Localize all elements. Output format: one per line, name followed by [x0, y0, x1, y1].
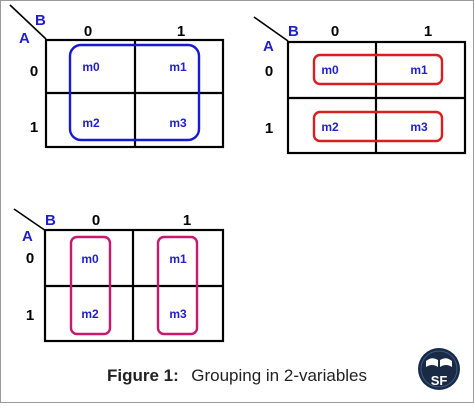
row-header-0: 0 — [26, 250, 34, 267]
column-header-0: 0 — [331, 23, 339, 40]
group-all-four-cells — [68, 43, 201, 142]
row-header-0: 0 — [265, 63, 273, 80]
minterm-m2: m2 — [321, 120, 339, 134]
column-header-0: 0 — [92, 212, 100, 229]
column-variable-label: B — [288, 23, 299, 40]
row-header-1: 1 — [265, 120, 273, 137]
minterm-m3: m3 — [169, 116, 187, 130]
group-right-column — [156, 235, 199, 336]
minterm-m1: m1 — [169, 252, 187, 266]
figure-caption-label: Figure 1: — [107, 366, 179, 385]
minterm-m2: m2 — [81, 307, 99, 321]
row-variable-label: A — [22, 228, 33, 245]
group-top-row — [312, 53, 444, 86]
figure-caption-text: Grouping in 2-variables — [191, 366, 367, 385]
group-left-column — [69, 235, 112, 336]
figure-caption: Figure 1: Grouping in 2-variables — [107, 366, 367, 385]
minterm-m3: m3 — [410, 120, 428, 134]
kmap-3: A B 0 1 0 1 m0 m1 m2 m3 — [13, 208, 225, 343]
logo-text: SF — [431, 373, 448, 388]
corner-divider — [253, 16, 289, 42]
minterm-m1: m1 — [169, 60, 187, 74]
column-header-1: 1 — [424, 23, 432, 40]
kmap-2: A B 0 1 0 1 m0 m1 m2 m3 — [253, 16, 467, 155]
corner-divider — [13, 208, 47, 232]
minterm-m1: m1 — [410, 63, 428, 77]
minterm-m3: m3 — [169, 307, 187, 321]
column-header-0: 0 — [84, 23, 92, 40]
corner-divider — [9, 4, 47, 40]
column-variable-label: B — [35, 12, 46, 29]
minterm-m2: m2 — [82, 116, 100, 130]
group-bottom-row — [312, 110, 444, 143]
column-header-1: 1 — [183, 212, 191, 229]
column-variable-label: B — [45, 212, 56, 229]
column-header-1: 1 — [177, 23, 185, 40]
minterm-m0: m0 — [321, 63, 339, 77]
kmap-1: A B 0 1 0 1 m0 m1 m2 m3 — [9, 4, 225, 149]
book-logo-icon: SF — [418, 348, 460, 390]
row-header-1: 1 — [30, 119, 38, 136]
minterm-m0: m0 — [81, 252, 99, 266]
minterm-m0: m0 — [82, 60, 100, 74]
row-variable-label: A — [263, 38, 274, 55]
row-variable-label: A — [19, 30, 30, 47]
row-header-1: 1 — [26, 307, 34, 324]
row-header-0: 0 — [30, 63, 38, 80]
